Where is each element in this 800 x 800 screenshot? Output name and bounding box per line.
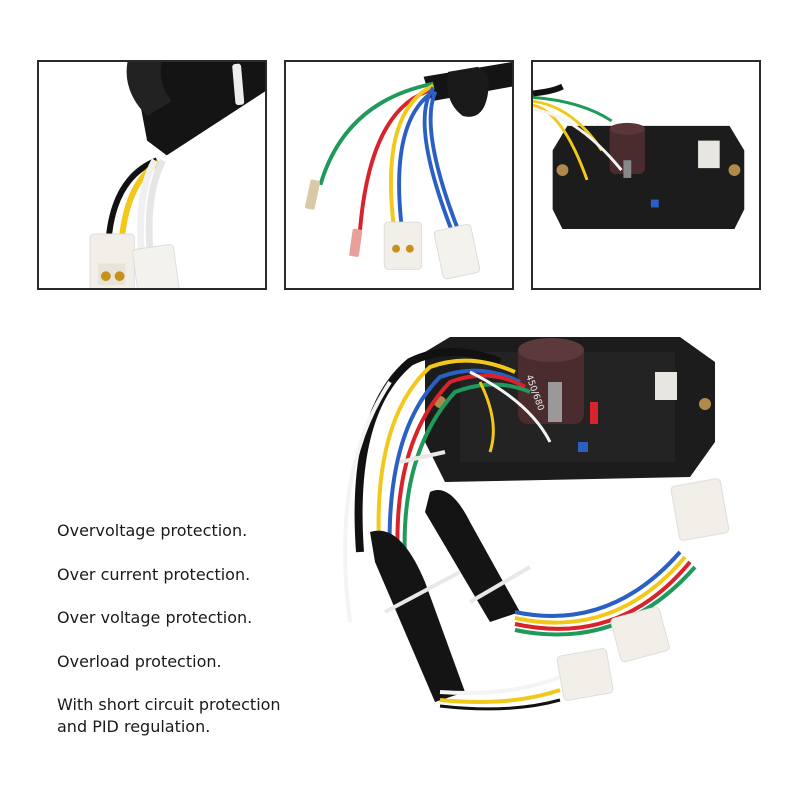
- feature-list: Overvoltage protection. Over current pro…: [57, 520, 297, 760]
- avr-module-illustration: 450/680: [343, 337, 730, 711]
- capacitor: 450/680: [518, 338, 584, 424]
- main-product-image: 450/680: [330, 322, 770, 722]
- feature-overvoltage: Overvoltage protection.: [57, 521, 248, 540]
- thumbnail-connectors-black-yellow-white[interactable]: [37, 60, 267, 290]
- thumbnail-module-top-view[interactable]: [531, 60, 761, 290]
- connector-photo-1: [89, 62, 265, 288]
- plug-2pin-white: [132, 244, 180, 288]
- feature-short-circuit-pid: With short circuit protection and PID re…: [57, 695, 281, 736]
- plug-2pin: [89, 233, 135, 288]
- module-photo-small: [533, 83, 745, 230]
- feature-over-current: Over current protection.: [57, 564, 251, 584]
- feature-overload: Overload protection.: [57, 651, 222, 671]
- connector-photo-2: [305, 62, 512, 280]
- feature-over-voltage: Over voltage protection.: [57, 608, 253, 627]
- thumbnail-connectors-color-wires[interactable]: [284, 60, 514, 290]
